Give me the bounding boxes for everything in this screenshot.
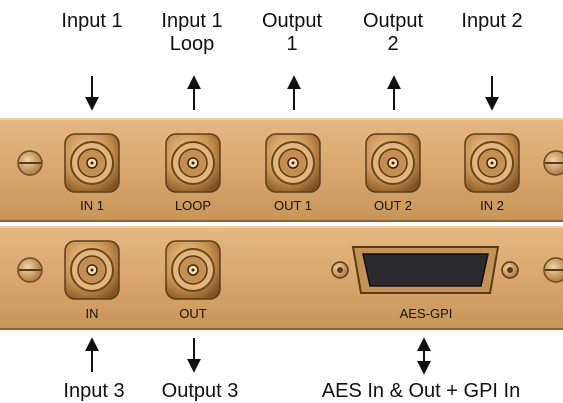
bnc-connector-icon bbox=[64, 240, 120, 300]
bnc-connector-icon bbox=[265, 133, 321, 193]
dsub-screw-icon bbox=[501, 261, 519, 279]
bnc-connector-out-3: OUT bbox=[165, 240, 221, 321]
bnc-connector-icon bbox=[64, 133, 120, 193]
connector-label: IN bbox=[86, 306, 99, 321]
top-label-output-1-line2: 1 bbox=[286, 33, 297, 55]
bottom-arrows bbox=[85, 337, 431, 375]
panel-screw-icon bbox=[543, 257, 563, 283]
top-label-input-1-loop-line2: Loop bbox=[170, 33, 215, 55]
panel-screw-icon bbox=[543, 150, 563, 176]
bnc-connector-icon bbox=[165, 133, 221, 193]
dsub-screw-icon bbox=[331, 261, 349, 279]
lower-panel: IN OUT bbox=[0, 226, 563, 330]
upper-panel: IN 1 LOOP OUT 1 bbox=[0, 118, 563, 222]
bottom-label-input-3: Input 3 bbox=[63, 380, 124, 402]
connector-label: OUT 1 bbox=[274, 198, 312, 213]
top-label-output-1: Output bbox=[262, 10, 322, 32]
connector-label: OUT 2 bbox=[374, 198, 412, 213]
bnc-connector-icon bbox=[464, 133, 520, 193]
top-label-output-2-line2: 2 bbox=[387, 33, 398, 55]
d-sub-connector-icon bbox=[331, 246, 519, 294]
bnc-connector-in-3: IN bbox=[64, 240, 120, 321]
top-labels: Input 1 Input 1 Loop Output 1 Output 2 I… bbox=[61, 10, 522, 55]
bnc-connector-out-1: OUT 1 bbox=[265, 133, 321, 213]
connector-label: IN 2 bbox=[480, 198, 504, 213]
top-label-input-1-loop: Input 1 bbox=[161, 10, 222, 32]
connector-label: LOOP bbox=[175, 198, 211, 213]
bottom-label-output-3: Output 3 bbox=[162, 380, 239, 402]
bottom-labels: Input 3 Output 3 AES In & Out + GPI In bbox=[63, 380, 520, 402]
bnc-connector-in-1: IN 1 bbox=[64, 133, 120, 213]
top-label-input-2: Input 2 bbox=[461, 10, 522, 32]
bnc-connector-icon bbox=[165, 240, 221, 300]
bnc-connector-icon bbox=[365, 133, 421, 193]
top-arrows bbox=[85, 75, 499, 111]
connector-label: OUT bbox=[179, 306, 207, 321]
top-label-input-1: Input 1 bbox=[61, 10, 122, 32]
top-label-output-2: Output bbox=[363, 10, 423, 32]
bottom-label-aes-gpi: AES In & Out + GPI In bbox=[322, 380, 520, 402]
bnc-connector-in-2: IN 2 bbox=[464, 133, 520, 213]
bnc-connector-loop: LOOP bbox=[165, 133, 221, 213]
dsub-connector-aes-gpi: AES-GPI bbox=[331, 246, 519, 321]
connector-label: IN 1 bbox=[80, 198, 104, 213]
connector-label: AES-GPI bbox=[400, 306, 453, 321]
panel-screw-icon bbox=[17, 150, 43, 176]
bnc-connector-out-2: OUT 2 bbox=[365, 133, 421, 213]
panel-screw-icon bbox=[17, 257, 43, 283]
